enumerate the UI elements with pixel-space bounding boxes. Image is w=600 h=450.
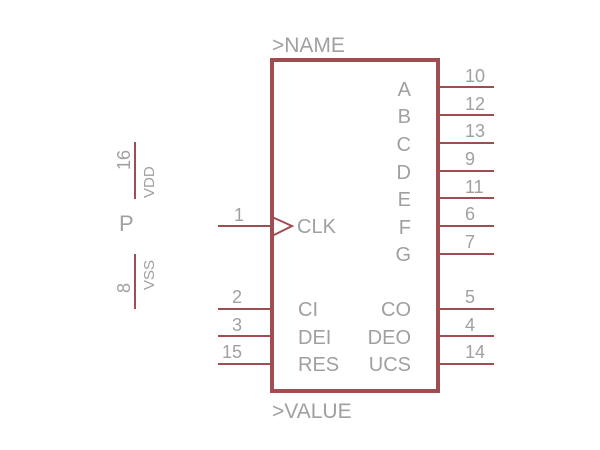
- pin-number: 15: [222, 342, 242, 362]
- pin-name: VSS: [141, 260, 158, 290]
- name-label: >NAME: [272, 34, 345, 57]
- pin-right-deo: 4 DEO: [368, 315, 494, 349]
- power-pin-vdd: 16 VDD: [114, 142, 158, 199]
- pin-name: CLK: [297, 216, 337, 238]
- pin-right-ucs: 14 UCS: [369, 342, 494, 376]
- pin-name: D: [397, 162, 411, 184]
- pin-name: CI: [298, 299, 318, 321]
- pin-right-f: 6 F: [399, 204, 494, 239]
- pin-left-res: 15 RES: [218, 342, 339, 376]
- pin-name: DEI: [298, 327, 331, 349]
- pin-right-c: 13 C: [397, 121, 494, 156]
- pin-name: A: [398, 79, 412, 101]
- pin-number: 5: [465, 287, 475, 307]
- pin-right-g: 7 G: [395, 232, 494, 266]
- pin-number: 2: [232, 287, 242, 307]
- pin-number: 14: [465, 342, 485, 362]
- pin-number: 16: [114, 150, 134, 170]
- pin-name: VDD: [141, 166, 158, 198]
- pin-left-ci: 2 CI: [218, 287, 318, 321]
- pin-left-clk: 1 CLK: [218, 205, 337, 238]
- pin-left-dei: 3 DEI: [218, 315, 331, 349]
- pin-name: G: [395, 244, 411, 266]
- pin-name: E: [398, 189, 411, 211]
- pin-number: 4: [465, 315, 475, 335]
- pin-right-e: 11 E: [398, 177, 494, 211]
- pin-number: 1: [234, 205, 244, 225]
- pin-number: 13: [465, 121, 485, 141]
- pin-number: 8: [114, 283, 134, 293]
- pin-name: RES: [298, 354, 339, 376]
- pin-name: CO: [381, 299, 411, 321]
- power-pin-vss: 8 VSS: [114, 254, 158, 309]
- pin-right-a: 10 A: [398, 66, 494, 101]
- pin-right-co: 5 CO: [381, 287, 494, 321]
- pin-name: F: [399, 217, 411, 239]
- pin-name: B: [398, 106, 411, 128]
- pin-name: C: [397, 134, 411, 156]
- pin-right-b: 12 B: [398, 94, 494, 128]
- pin-number: 12: [465, 94, 485, 114]
- pin-name: UCS: [369, 354, 411, 376]
- pin-name: DEO: [368, 327, 411, 349]
- pin-number: 6: [465, 204, 475, 224]
- value-label: >VALUE: [272, 400, 352, 423]
- part-label: P: [119, 211, 134, 236]
- pin-right-d: 9 D: [397, 149, 494, 184]
- pin-number: 10: [465, 66, 485, 86]
- pin-number: 3: [232, 315, 242, 335]
- clock-indicator: [271, 216, 295, 237]
- pin-number: 7: [465, 232, 475, 252]
- pin-number: 11: [465, 177, 484, 197]
- pin-number: 9: [465, 149, 475, 169]
